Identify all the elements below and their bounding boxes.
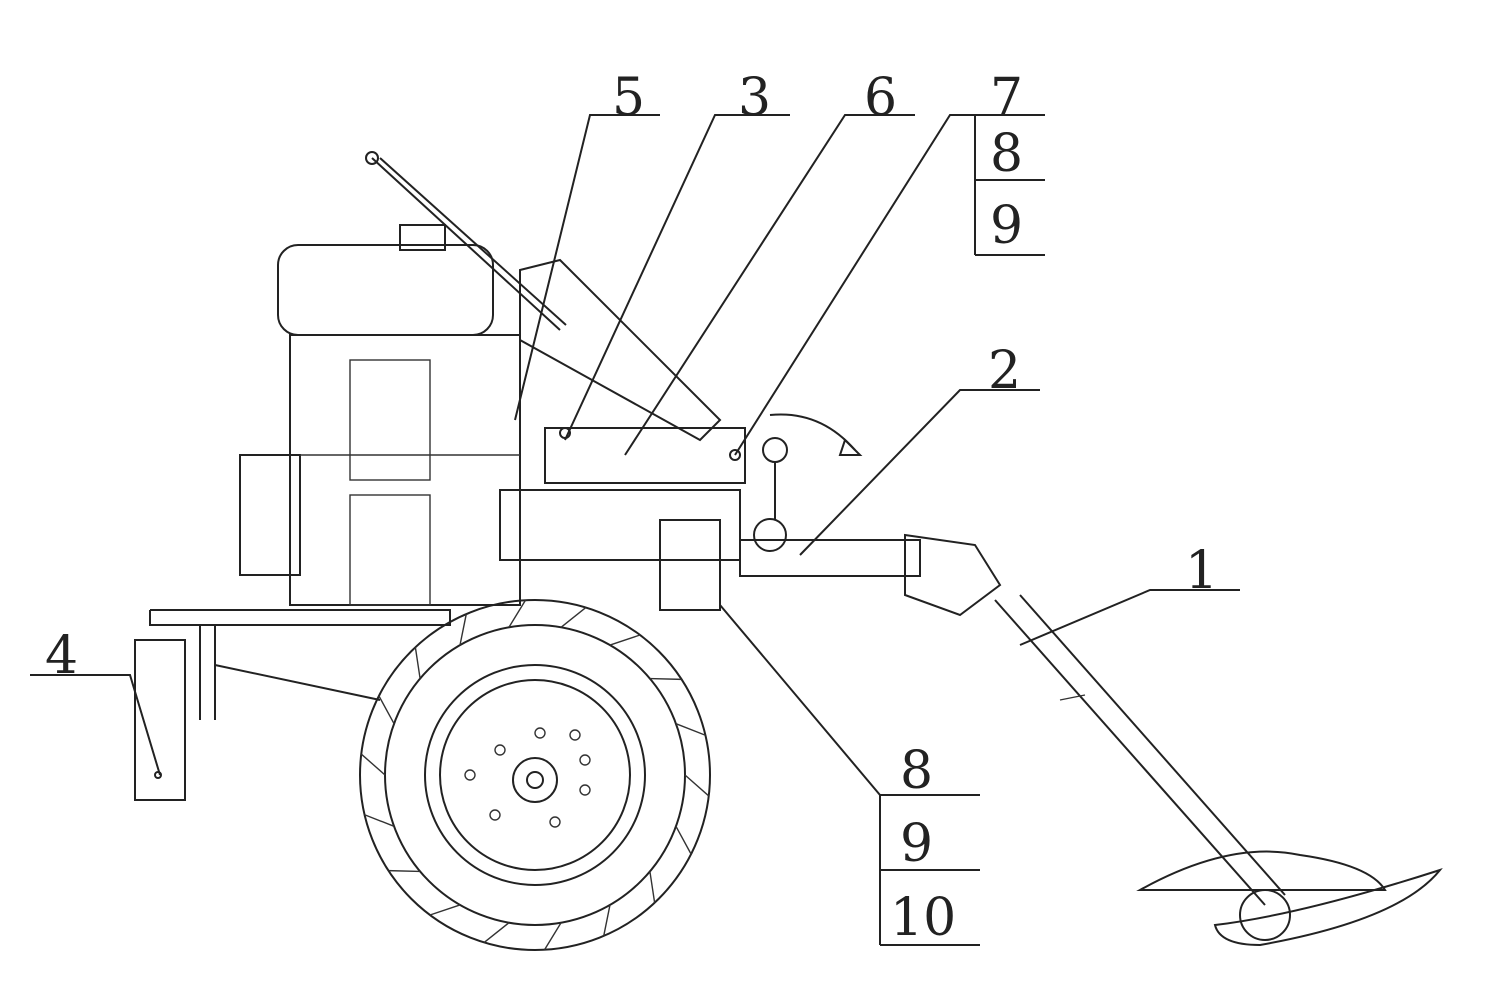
- callout-8-bottom: 8: [900, 741, 934, 801]
- tire-tread-lug: [508, 599, 527, 628]
- tire-tread-lug: [483, 922, 510, 944]
- callout-10-bottom: 10: [890, 888, 957, 948]
- leader-lines: [30, 114, 1240, 946]
- callout-1: 1: [1185, 541, 1219, 601]
- tire-tread-lug: [388, 869, 421, 873]
- callout-7: 7: [990, 68, 1024, 128]
- tire-tread-lug: [429, 904, 461, 916]
- callout-5: 5: [612, 68, 646, 128]
- tire-tread-lug: [378, 695, 395, 725]
- tire-tread-lug: [684, 774, 710, 797]
- callout-2: 2: [988, 341, 1022, 401]
- tire-tread-lug: [414, 647, 421, 679]
- tire-tread-lug: [560, 606, 587, 628]
- tire-tread-lug: [675, 723, 706, 736]
- tire-tread-lug: [675, 825, 692, 855]
- callout-9-top: 9: [990, 196, 1024, 256]
- tire-tread-lug: [360, 753, 386, 776]
- callout-9-bottom: 9: [900, 814, 934, 874]
- tire-tread-lug: [649, 871, 656, 903]
- callout-6: 6: [864, 68, 898, 128]
- tire-tread-lug: [603, 904, 611, 937]
- machine: [134, 151, 1443, 951]
- tire-tread-lug: [649, 677, 682, 681]
- tire-tread-lug: [543, 922, 562, 951]
- tire-tread-lug: [459, 613, 467, 646]
- callout-3: 3: [738, 68, 772, 128]
- tire-tread-lug: [364, 814, 395, 827]
- tire-tread-lug: [609, 634, 641, 646]
- callout-8-top: 8: [990, 124, 1024, 184]
- callout-4: 4: [45, 626, 79, 686]
